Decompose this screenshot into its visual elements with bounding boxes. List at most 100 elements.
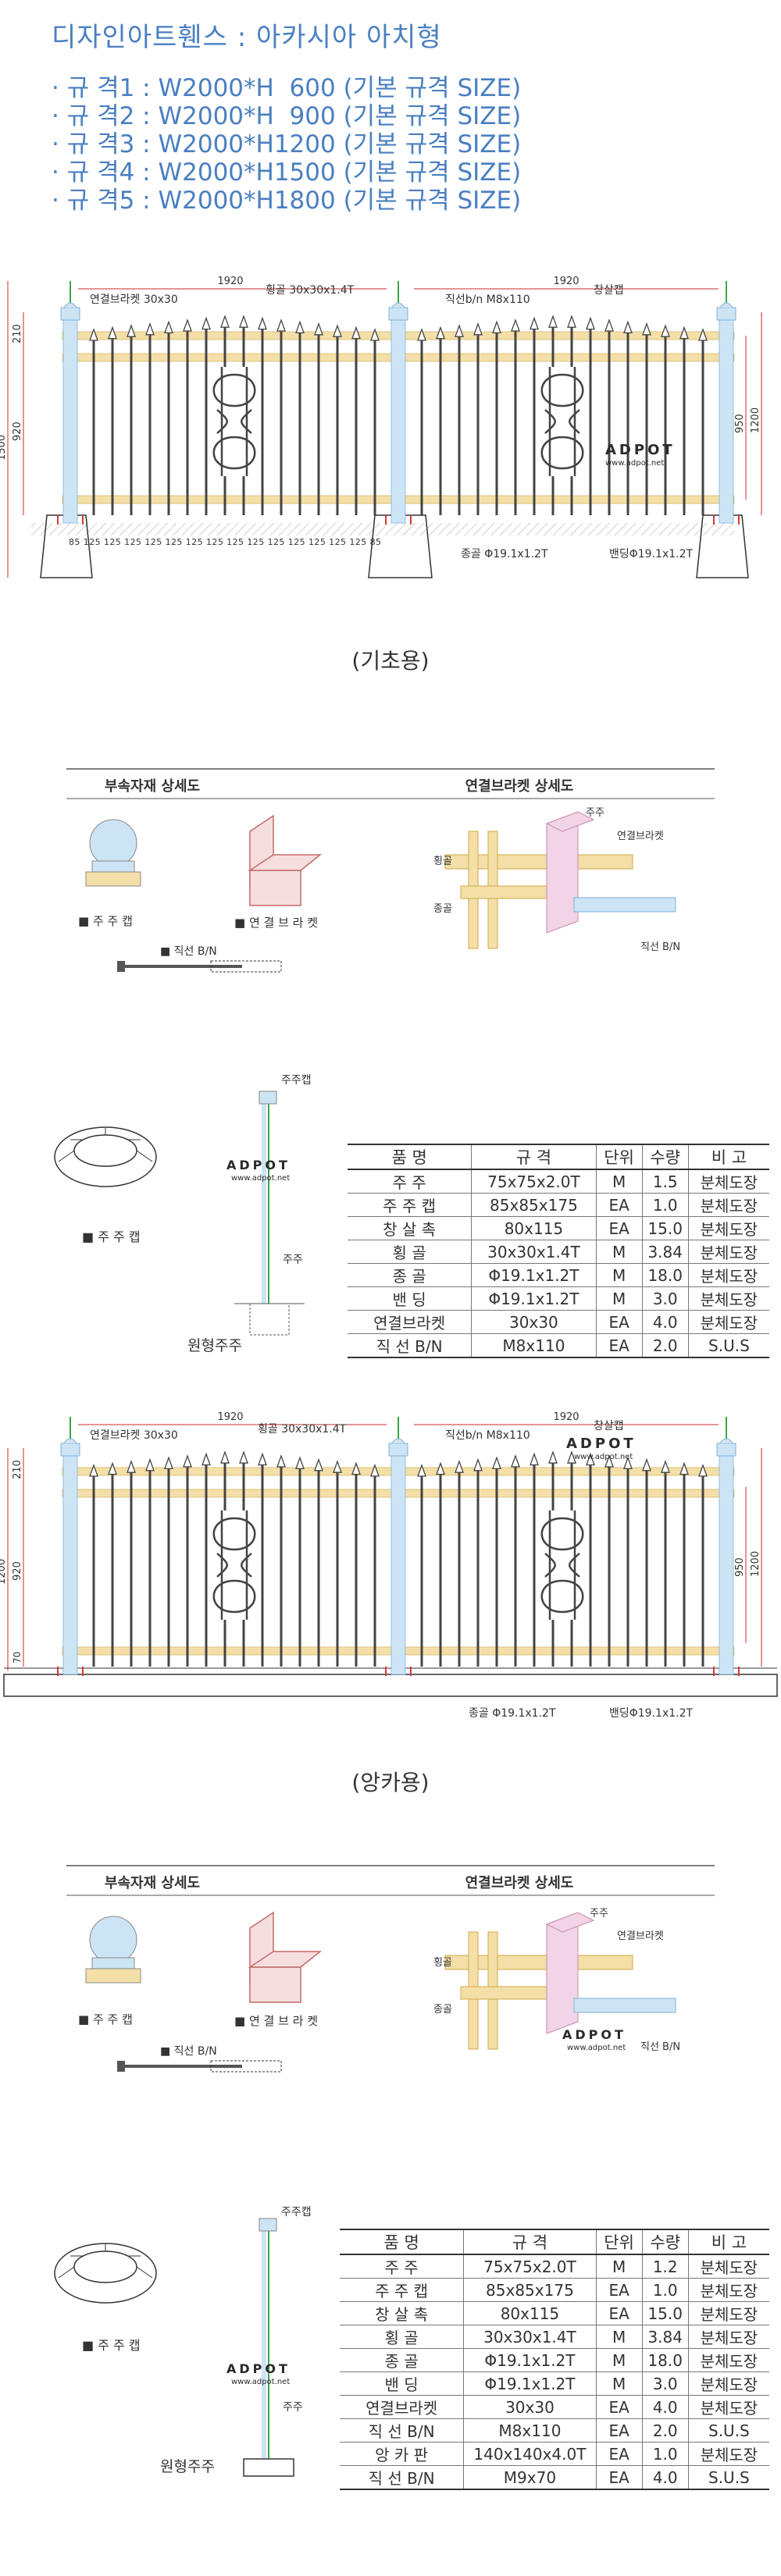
iso-vertical-label: 종골 bbox=[433, 2004, 452, 2016]
table-cell: 분체도장 bbox=[687, 2254, 769, 2279]
table-cell: 종 골 bbox=[348, 1263, 473, 1287]
ornament-loop bbox=[540, 1579, 584, 1614]
picket-spear bbox=[679, 326, 689, 340]
picket-spear bbox=[548, 1450, 558, 1464]
table-cell: EA bbox=[595, 1193, 643, 1217]
table-cell: 주 주 bbox=[340, 2254, 465, 2279]
watermark: ADPOT bbox=[226, 2361, 291, 2376]
table-cell: 15.0 bbox=[641, 2301, 689, 2325]
post-cap bbox=[60, 1443, 80, 1457]
picket-spear bbox=[698, 1464, 708, 1477]
dim-span-left: 1920 bbox=[217, 1411, 243, 1423]
picket-spear bbox=[567, 315, 576, 328]
top-label: 주주캡 bbox=[281, 1074, 312, 1087]
table-cell: 분체도장 bbox=[687, 2371, 769, 2396]
table-cell: 18.0 bbox=[641, 2348, 689, 2372]
label-bolt: 직선b/n M8x110 bbox=[445, 1429, 530, 1442]
dome-cap-icon bbox=[54, 1126, 157, 1187]
table-cell: 85x85x175 bbox=[471, 1193, 597, 1217]
iso-post bbox=[545, 1912, 595, 2034]
picket-spear bbox=[89, 328, 98, 341]
post bbox=[62, 1455, 78, 1675]
ornament-loop bbox=[212, 1517, 256, 1551]
post-cap-icon bbox=[85, 819, 141, 887]
picket-spear bbox=[473, 322, 483, 336]
picket-spear bbox=[145, 1457, 155, 1471]
watermark-url: www.adpot.net bbox=[574, 1453, 633, 1461]
th-unit: 단위 bbox=[595, 1144, 643, 1170]
table-cell: 3.84 bbox=[641, 1240, 689, 1264]
picket-spear bbox=[108, 1461, 117, 1475]
table-cell: 연결브라켓 bbox=[340, 2395, 465, 2419]
iso-post-label: 주주 bbox=[590, 1908, 608, 1920]
table-cell: 18.0 bbox=[641, 1263, 689, 1287]
spec-item: · 규 격5 : W2000*H1800 (기본 규격 SIZE) bbox=[52, 187, 522, 215]
iso-bracket-label: 연결브라켓 bbox=[617, 1930, 664, 1942]
table-cell: 주 주 bbox=[348, 1169, 473, 1194]
dim-950: 950 bbox=[734, 414, 746, 433]
iso-assembly bbox=[444, 1931, 633, 2050]
page-title: 디자인아트휀스 : 아카시아 아치형 bbox=[52, 22, 442, 53]
iso-rail-label: 횡골 bbox=[433, 856, 452, 867]
table-cell: 직 선 B/N bbox=[348, 1333, 473, 1358]
th-name: 품 명 bbox=[348, 1144, 473, 1170]
watermark: ADPOT bbox=[226, 1158, 291, 1172]
picket-spear bbox=[351, 326, 361, 340]
spec-item: · 규 격1 : W2000*H 600 (기본 규격 SIZE) bbox=[52, 74, 522, 102]
bracket-title: 연결브라켓 상세도 bbox=[465, 778, 574, 795]
watermark-url: www.adpot.net bbox=[231, 2378, 290, 2386]
table-cell: 종 골 bbox=[340, 2348, 465, 2372]
picket-spear bbox=[201, 316, 211, 330]
picket-spear bbox=[661, 1460, 670, 1473]
label-spear: 창살캡 bbox=[594, 1420, 624, 1432]
label-bracket: 연결브라켓 30x30 bbox=[90, 1429, 178, 1442]
picket-spear bbox=[370, 1464, 380, 1477]
table-cell: 분체도장 bbox=[687, 2278, 769, 2302]
table-header: 품 명 규 격 단위 수량 비 고 bbox=[348, 1144, 769, 1170]
table-cell: 4.0 bbox=[641, 2465, 689, 2490]
picket-spear bbox=[127, 1460, 136, 1473]
picket-spear bbox=[548, 315, 558, 328]
label-vertical: 종골 Φ19.1x1.2T bbox=[469, 1707, 556, 1720]
picket-spear bbox=[351, 1461, 361, 1475]
picket-spear bbox=[220, 315, 230, 328]
table-cell: M bbox=[595, 1169, 643, 1194]
dim-1200-right: 1200 bbox=[750, 1551, 761, 1577]
table-cell: 주 주 캡 bbox=[340, 2278, 465, 2302]
dim-span-right: 1920 bbox=[553, 276, 579, 287]
iso-rail-label: 횡골 bbox=[433, 1957, 452, 1969]
picket-spear bbox=[183, 318, 192, 332]
iso-post bbox=[545, 811, 595, 934]
spec-item: · 규 격2 : W2000*H 900 (기본 규격 SIZE) bbox=[52, 102, 522, 130]
picket-spear bbox=[333, 1460, 342, 1473]
table-cell: 1.5 bbox=[641, 1169, 689, 1194]
table-cell: M8x110 bbox=[463, 2418, 597, 2443]
table-cell: 직 선 B/N bbox=[340, 2418, 465, 2443]
post bbox=[62, 319, 78, 524]
fence-drawing-foundation: 1920 1920 210 920 1500 950 1200 연결브라켓 30… bbox=[0, 276, 762, 578]
caption-foundation: (기초용) bbox=[351, 648, 430, 674]
dim-70: 70 bbox=[12, 1652, 23, 1663]
picket-spear bbox=[642, 322, 651, 336]
th-qty: 수량 bbox=[641, 2229, 689, 2255]
table-cell: 4.0 bbox=[641, 1310, 689, 1334]
dim-1200: 1200 bbox=[0, 1559, 8, 1585]
table-cell: EA bbox=[595, 1310, 643, 1334]
label-rail: 횡골 30x30x1.4T bbox=[258, 1423, 347, 1436]
dim-920: 920 bbox=[12, 422, 23, 441]
table-cell: 30x30x1.4T bbox=[463, 2325, 597, 2349]
iso-post-label: 주주 bbox=[586, 807, 604, 819]
table-cell: M bbox=[595, 1240, 643, 1264]
bracket-title: 연결브라켓 상세도 bbox=[465, 1875, 574, 1891]
table-cell: 80x115 bbox=[471, 1216, 597, 1240]
picket-spear bbox=[455, 324, 464, 337]
iso-bracket-label: 연결브라켓 bbox=[617, 831, 664, 842]
bracket-icon bbox=[248, 814, 323, 906]
th-spec: 규 격 bbox=[463, 2229, 597, 2255]
